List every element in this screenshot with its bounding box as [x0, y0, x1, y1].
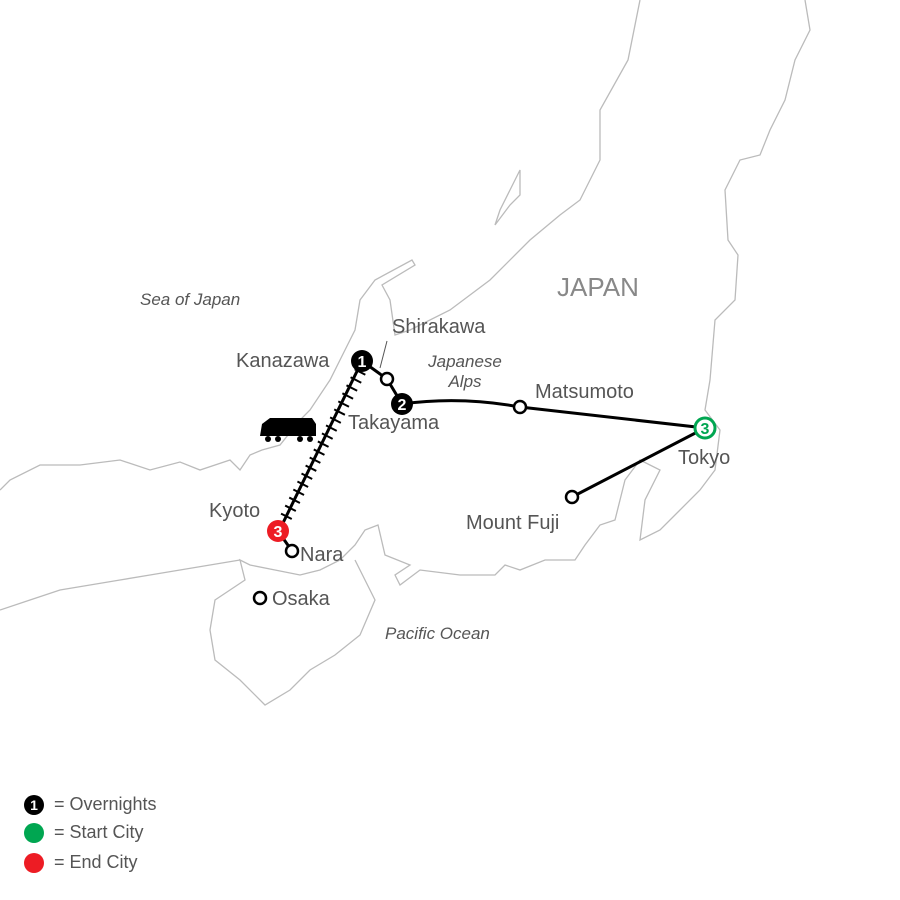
takayama-marker: 2 [391, 393, 413, 415]
mount-fuji-marker [564, 489, 580, 505]
pacific-ocean-label: Pacific Ocean [385, 624, 490, 643]
svg-text:3: 3 [274, 524, 283, 541]
country-label: JAPAN [557, 272, 639, 302]
svg-text:2: 2 [398, 397, 407, 414]
rail-tie [341, 392, 354, 400]
legend-label: = End City [54, 852, 138, 872]
rail-tie [350, 376, 362, 384]
shirakawa-label: Shirakawa [392, 316, 486, 338]
nara-marker [284, 543, 300, 559]
rail-tie [313, 448, 325, 456]
rail-tie [284, 504, 297, 512]
rail-tie [280, 512, 293, 520]
legend-end-city: = End City [24, 852, 138, 873]
rail-tie [325, 424, 338, 432]
nara-label: Nara [300, 544, 344, 566]
rail-tie [329, 416, 342, 424]
rail-ties [280, 368, 366, 520]
svg-text:1: 1 [358, 354, 367, 371]
rail-tie [296, 480, 309, 488]
end-city-icon [24, 852, 44, 873]
sea-of-japan-label: Sea of Japan [140, 290, 241, 309]
rail-tie [301, 472, 313, 480]
rail-tie [292, 488, 305, 496]
stop-markers [252, 371, 580, 606]
legend-label: = Start City [54, 822, 144, 842]
alps-line2: Alps [448, 372, 482, 391]
overnights-icon: 1 [24, 794, 44, 815]
svg-text:3: 3 [701, 421, 710, 438]
kanazawa-label: Kanazawa [236, 350, 330, 372]
rail-tie [309, 456, 321, 464]
train-icon [260, 418, 316, 442]
rail-tie [333, 408, 346, 416]
rail-tie [317, 440, 330, 448]
kyoto-marker: 3 [267, 520, 289, 542]
alps-line1: Japanese [428, 352, 502, 371]
legend-overnights: 1 = Overnights [24, 794, 157, 815]
coastlines [0, 0, 811, 706]
kanazawa-marker: 1 [351, 350, 373, 372]
osaka-label: Osaka [272, 588, 330, 610]
takayama-label: Takayama [348, 412, 440, 434]
rail-tie [288, 496, 301, 504]
shirakawa-leader-line [379, 340, 388, 369]
tokyo-marker: 3 [693, 416, 717, 440]
legend-start-city: = Start City [24, 822, 144, 843]
rail-tie [305, 464, 317, 472]
kyoto-label: Kyoto [209, 500, 261, 522]
rail-tie [337, 400, 350, 408]
start-city-icon [24, 822, 44, 843]
mount-fuji-label: Mount Fuji [466, 512, 560, 534]
shirakawa-marker [379, 371, 395, 387]
matsumoto-label: Matsumoto [535, 381, 634, 403]
matsumoto-marker [512, 399, 528, 415]
rail-tie [321, 432, 334, 440]
tokyo-label: Tokyo [678, 447, 731, 469]
legend-label: = Overnights [54, 794, 157, 814]
osaka-marker [252, 590, 268, 606]
rail-tie [346, 384, 358, 392]
